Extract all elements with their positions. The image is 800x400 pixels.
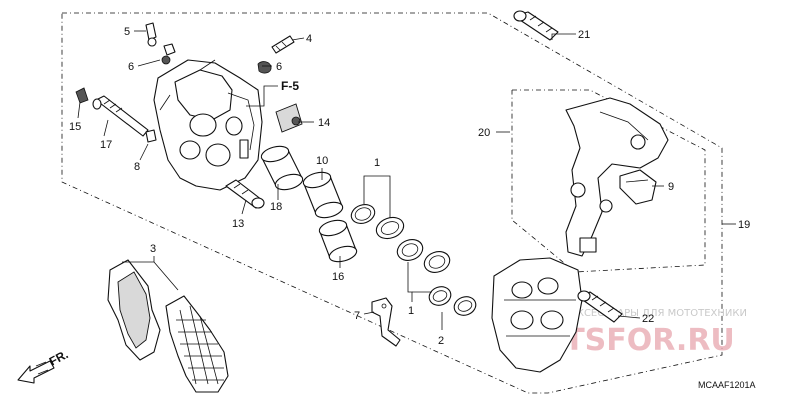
callout-17: 17 — [100, 139, 112, 151]
callout-16: 16 — [332, 271, 344, 283]
callout-2: 2 — [438, 335, 444, 347]
watermark-text: АКСЕССУАРЫ ДЛЯ МОТОТЕХНИКИ — [570, 308, 747, 319]
diagram-code: MCAAF1201A — [698, 380, 756, 390]
caliper-bracket-20 — [565, 97, 669, 257]
callout-10: 10 — [316, 155, 328, 167]
pad-pin-17 — [92, 95, 149, 137]
pad-spring-7 — [371, 297, 401, 347]
callout-8: 8 — [134, 161, 140, 173]
callout-15: 15 — [69, 121, 81, 133]
callout-7: 7 — [354, 310, 360, 322]
callout-18: 18 — [270, 201, 282, 213]
callout-5: 5 — [124, 26, 130, 38]
brake-pad-3-front — [165, 295, 229, 393]
front-direction-arrow: FR. — [17, 347, 70, 384]
callout-13: 13 — [232, 218, 244, 230]
bleeder-screw-4 — [271, 35, 295, 54]
mounting-bolt-22 — [577, 290, 623, 323]
callout-19: 19 — [738, 219, 750, 231]
callout-1-lower: 1 — [408, 305, 414, 317]
caliper-half-outer — [491, 257, 583, 373]
bleeder-cap-6-left — [161, 43, 176, 65]
plug-8 — [145, 129, 157, 143]
callout-labels: 5 6 4 6 F-5 15 17 8 14 10 1 18 13 16 3 7… — [69, 26, 750, 347]
seal-14 — [275, 103, 303, 133]
piston-seal-1-upper — [350, 204, 405, 240]
leader-lines — [77, 30, 736, 330]
pin-plug-15 — [75, 87, 89, 104]
piston-10 — [302, 171, 344, 219]
brake-pad-3-rear — [107, 259, 161, 361]
caliper-body — [153, 59, 263, 191]
dust-seal-2 — [428, 286, 477, 316]
ref-f5: F-5 — [281, 79, 299, 93]
callout-6-right: 6 — [276, 61, 282, 73]
callout-20: 20 — [478, 127, 490, 139]
callout-3: 3 — [150, 243, 156, 255]
bracket-bolt-21 — [513, 10, 559, 41]
callout-21: 21 — [578, 29, 590, 41]
piston-seal-1-lower — [396, 239, 451, 273]
bleeder-cap-6-right — [257, 61, 272, 74]
bleeder-screw-5 — [145, 22, 157, 47]
piston-16 — [318, 219, 358, 263]
assembly-boundary — [61, 12, 723, 394]
callout-14: 14 — [318, 117, 330, 129]
pad-retainer-9 — [619, 169, 657, 205]
callout-4: 4 — [306, 33, 312, 45]
callout-9: 9 — [668, 181, 674, 193]
callout-6-left: 6 — [128, 61, 134, 73]
piston-18 — [260, 145, 304, 191]
callout-1-upper: 1 — [374, 157, 380, 169]
callout-22: 22 — [642, 313, 654, 325]
